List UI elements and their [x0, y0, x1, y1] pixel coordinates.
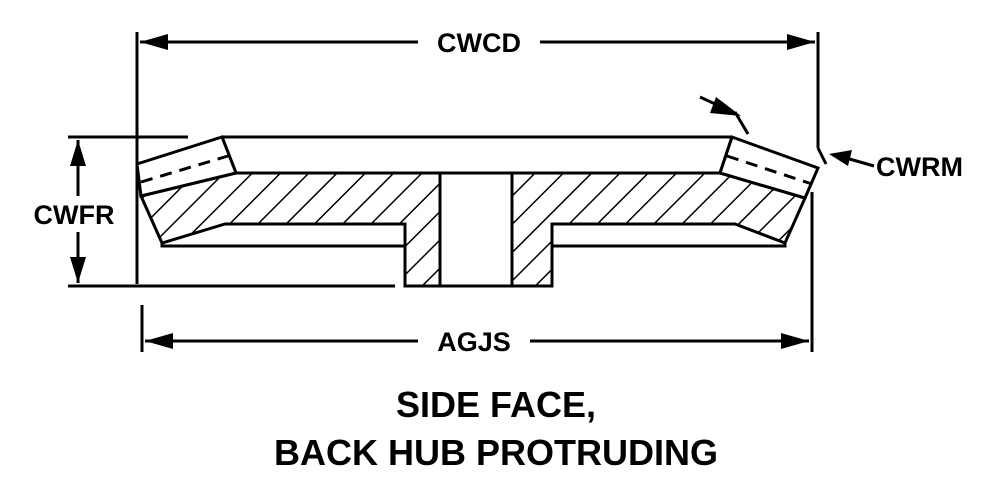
pitch-line-right — [726, 154, 813, 186]
tooth-left — [135, 135, 239, 198]
tooth-right — [718, 135, 821, 200]
arrow-left-icon — [829, 150, 852, 166]
cwfr-dimension — [70, 140, 86, 283]
cwrm-dimension — [699, 95, 875, 168]
gear-body-right — [510, 171, 808, 288]
arrow-right-icon — [781, 333, 809, 349]
arrow-down-icon — [70, 257, 86, 283]
extension-lines — [68, 32, 820, 352]
cwrm-label: CWRM — [876, 152, 963, 182]
back-face-line — [160, 243, 787, 288]
cwfr-label: CWFR — [34, 200, 115, 230]
caption-line-1: SIDE FACE, — [396, 384, 596, 425]
bore — [438, 171, 514, 288]
cwcd-dimension — [140, 34, 815, 50]
agjs-label: AGJS — [437, 327, 511, 357]
cwcd-label: CWCD — [437, 28, 521, 58]
agjs-dimension — [145, 333, 809, 349]
arrow-up-icon — [70, 140, 86, 166]
arrow-left-icon — [145, 333, 173, 349]
arrow-left-icon — [140, 34, 168, 50]
pitch-line-left — [140, 154, 229, 184]
gear-section — [135, 135, 821, 288]
caption-line-2: BACK HUB PROTRUDING — [274, 432, 718, 473]
gear-body-left — [138, 171, 442, 288]
arrow-right-icon — [787, 34, 815, 50]
arrow-right-icon — [710, 97, 741, 116]
